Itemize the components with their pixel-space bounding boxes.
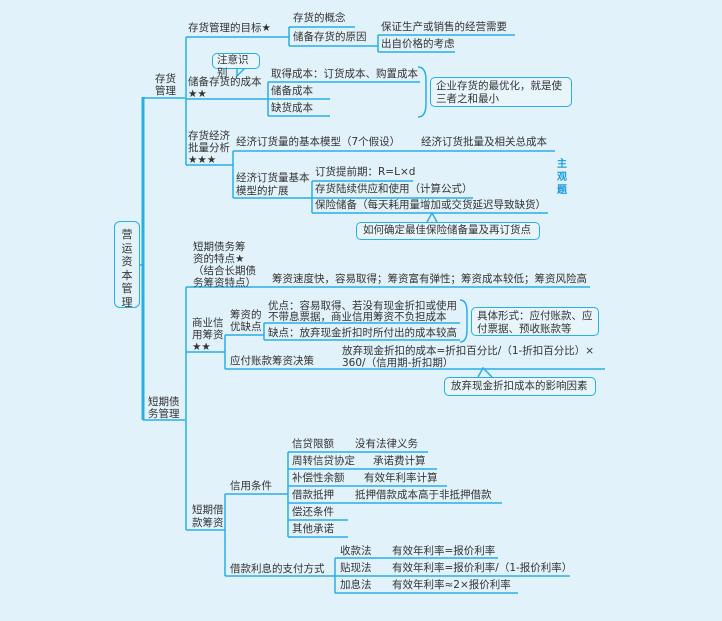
features-label: 务筹资特点） xyxy=(193,277,256,289)
forms-line: 付票据、预收账款等 xyxy=(477,323,572,335)
features-label: 资的特点★ xyxy=(193,253,245,265)
interest-formula: 有效年利率=报价利率 xyxy=(392,545,496,557)
cost-item: 缺货成本 xyxy=(271,102,313,114)
cost-stars: ★★ xyxy=(188,88,207,100)
loan-label-2: 款筹资 xyxy=(192,517,224,529)
goal-item: 存货的概念 xyxy=(293,12,346,24)
cost-item: 储备成本 xyxy=(271,85,313,97)
loan-label-1: 短期借 xyxy=(192,504,224,516)
callout-note: 注意识别 xyxy=(212,53,260,79)
term-name: 偿还条件 xyxy=(292,506,334,518)
eoq-stars: ★★★ xyxy=(188,154,217,166)
interest-formula: 有效年利率=报价利率/（1-报价利率） xyxy=(392,562,573,574)
term-name: 其他承诺 xyxy=(292,523,334,535)
goal-label: 存货管理的目标★ xyxy=(188,22,271,34)
terms-label: 信用条件 xyxy=(230,480,272,492)
formula-line: 360/（信用期-折扣期） xyxy=(342,357,454,369)
credit-stars: ★★ xyxy=(192,341,211,353)
cost-item: 取得成本：订货成本、购置成本 xyxy=(271,68,418,80)
term-note: 没有法律义务 xyxy=(355,438,418,450)
cons-line: 缺点：放弃现金折扣时所付出的成本较高 xyxy=(268,327,457,339)
shortdebt-label-1: 短期债 xyxy=(148,396,180,408)
reason-item: 保证生产或销售的经营需要 xyxy=(381,21,507,33)
summary-line: 企业存货的最优化，就是使 xyxy=(436,80,562,92)
ext-item: 订货提前期：R=L×d xyxy=(315,166,416,178)
pros-cons-label: 优缺点 xyxy=(230,321,262,333)
interest-label: 借款利息的支付方式 xyxy=(230,563,325,575)
term-name: 周转信贷协定 xyxy=(292,455,355,467)
goal-item: 储备存货的原因 xyxy=(293,31,367,43)
eoq-basic: 经济订货量的基本模型（7个假设） xyxy=(236,136,401,148)
credit-label-2: 用筹资 xyxy=(192,329,224,341)
summary-line: 三者之和最小 xyxy=(436,93,499,105)
forms-box: 具体形式：应付账款、应 付票据、预收账款等 xyxy=(471,307,599,336)
term-name: 借款抵押 xyxy=(292,489,334,501)
term-note: 承诺费计算 xyxy=(373,455,426,467)
interest-method: 加息法 xyxy=(340,579,372,591)
eoq-label-1: 存货经济 xyxy=(188,130,230,142)
eoq-label-2: 批量分析 xyxy=(188,142,230,154)
reason-item: 出自价格的考虑 xyxy=(381,38,455,50)
cost-label: 储备存货的成本 xyxy=(188,76,262,88)
features-label: 短期债务筹 xyxy=(193,241,246,253)
interest-method: 收款法 xyxy=(340,545,372,557)
credit-label-1: 商业信 xyxy=(192,317,224,329)
interest-formula: 有效年利率≈2×报价利率 xyxy=(392,579,511,591)
inventory-label-2: 管理 xyxy=(155,85,176,97)
eoq-basic-result: 经济订货批量及相关总成本 xyxy=(421,136,547,148)
ext-item: 存货陆续供应和使用（计算公式） xyxy=(315,183,473,195)
shortdebt-label-2: 务管理 xyxy=(148,408,180,420)
decision-label: 应付账款筹资决策 xyxy=(230,355,314,367)
callout-safety-stock: 如何确定最佳保险储备量及再订货点 xyxy=(356,222,540,240)
pros-line: 优点：容易取得、若没有现金折扣或使用 xyxy=(268,300,457,312)
features-label: （结合长期债 xyxy=(193,265,256,277)
eoq-ext-2: 模型的扩展 xyxy=(236,185,289,197)
inventory-label-1: 存货 xyxy=(155,73,176,85)
formula-line: 放弃现金折扣的成本=折扣百分比/（1-折扣百分比）× xyxy=(342,345,595,357)
features-text: 筹资速度快，容易取得；筹资富有弹性；筹资成本较低；筹资风险高 xyxy=(272,273,587,285)
pros-cons-label: 筹资的 xyxy=(230,309,262,321)
subjective-tag: 主观题 xyxy=(557,159,567,196)
eoq-ext-1: 经济订货量基本 xyxy=(236,172,310,184)
term-note: 有效年利率计算 xyxy=(364,472,438,484)
root-node: 营运资本管理 xyxy=(114,221,140,309)
interest-method: 贴现法 xyxy=(340,562,372,574)
ext-item: 保险储备（每天耗用量增加或交货延迟导致缺货） xyxy=(315,199,546,211)
forms-line: 具体形式：应付账款、应 xyxy=(477,310,593,322)
term-note: 抵押借款成本高于非抵押借款 xyxy=(355,489,492,501)
pros-line: 不带息票据，商业信用筹资不负担成本 xyxy=(268,311,447,323)
cost-summary-box: 企业存货的最优化，就是使 三者之和最小 xyxy=(430,77,572,107)
term-name: 补偿性余额 xyxy=(292,472,345,484)
term-name: 信贷限额 xyxy=(292,438,334,450)
callout-discount-factors: 放弃现金折扣成本的影响因素 xyxy=(444,377,596,396)
